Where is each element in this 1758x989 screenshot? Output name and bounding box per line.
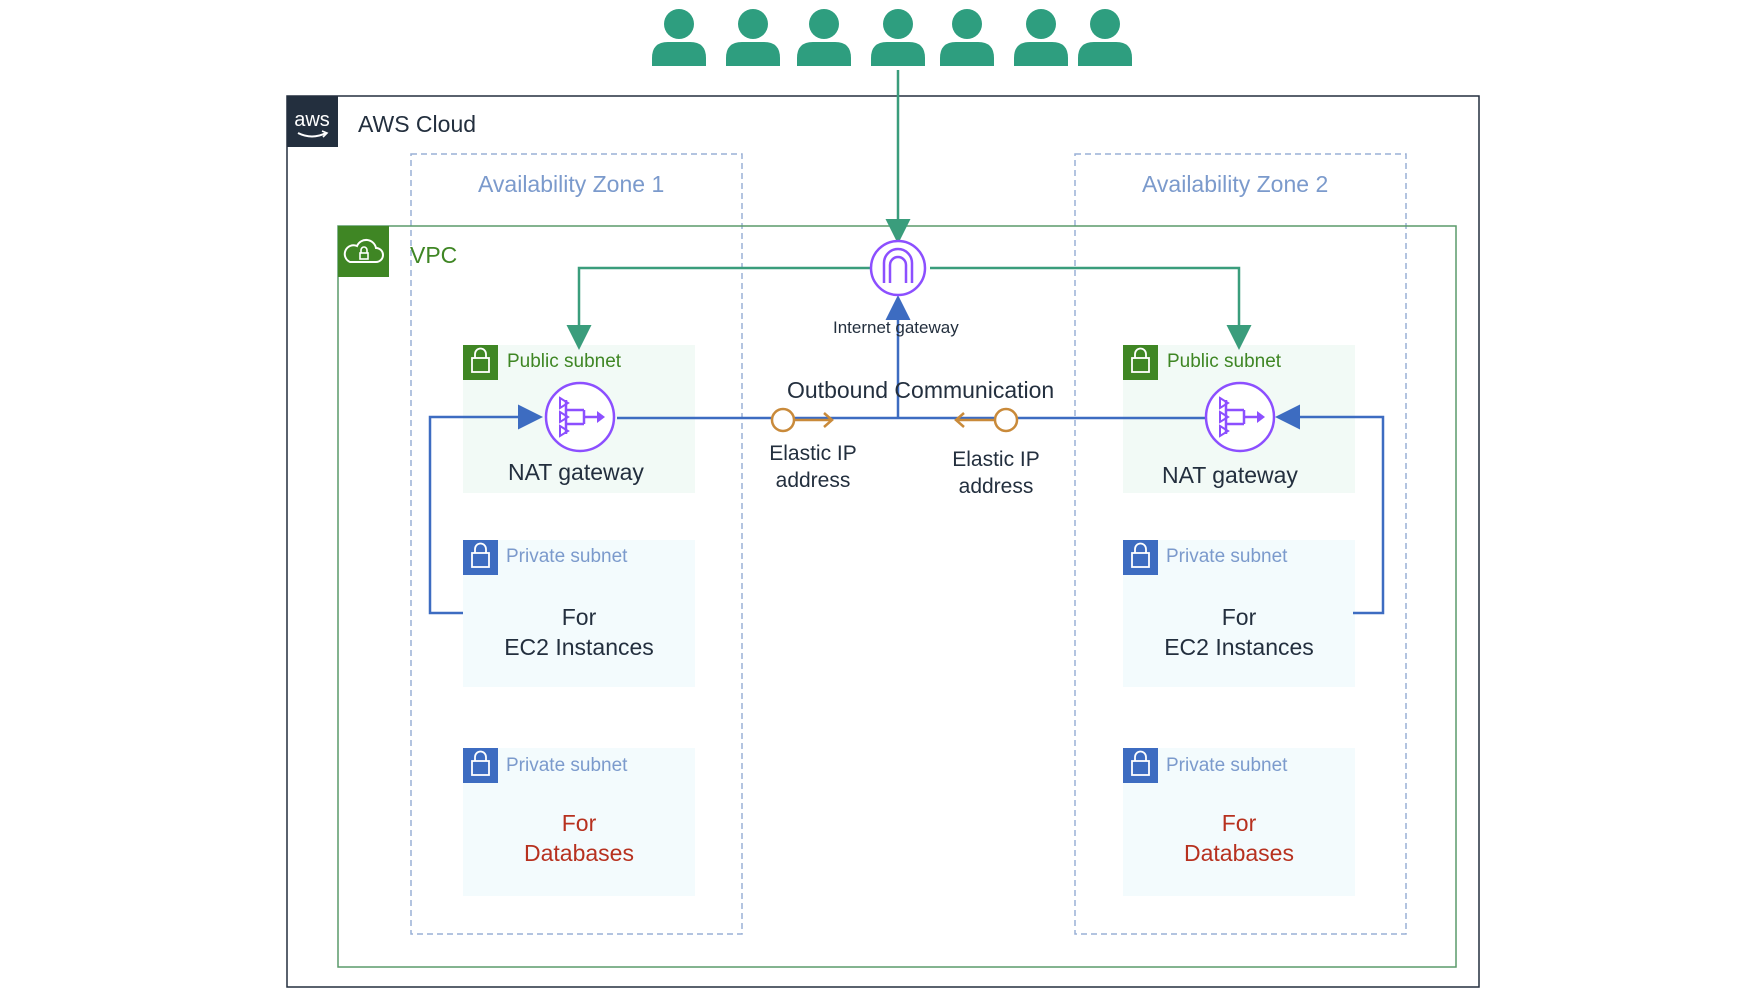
private-subnet-db-1-bg xyxy=(463,748,695,896)
db-2-line1: For xyxy=(1221,810,1257,836)
outbound-communication-label: Outbound Communication xyxy=(787,377,1055,403)
elastic-ip-1-label: Elastic IP address xyxy=(757,440,869,494)
private-subnet-db-2-label: Private subnet xyxy=(1166,755,1288,776)
user-icon xyxy=(726,9,780,66)
private-subnet-db-2-lock-icon xyxy=(1123,748,1158,783)
nat-gateway-1-label: NAT gateway xyxy=(508,459,644,485)
vpc-title: VPC xyxy=(410,242,458,268)
private-subnet-ec2-2-bg xyxy=(1123,540,1355,687)
db-1-line2: Databases xyxy=(524,840,634,866)
aws-logo-icon: aws xyxy=(287,96,338,147)
ec2-2-to-nat-2-line xyxy=(1275,404,1385,615)
public-subnet-2-lock-icon xyxy=(1123,345,1158,380)
elastic-ip-1-line2: address xyxy=(775,469,851,492)
nat-gateway-2-icon xyxy=(1204,381,1276,453)
public-subnet-2-label: Public subnet xyxy=(1167,351,1282,372)
users-group xyxy=(652,9,1132,66)
vpc-cloud-icon xyxy=(338,226,389,277)
ec2-1-to-nat-1-line xyxy=(428,404,543,615)
user-icon xyxy=(940,9,994,66)
internet-gateway-label: Internet gateway xyxy=(833,318,959,337)
igw-to-public-subnet-1-line xyxy=(566,266,870,350)
nat-gateway-2-label: NAT gateway xyxy=(1162,462,1298,488)
ec2-1-line2: EC2 Instances xyxy=(504,634,654,660)
private-subnet-db-2-text: For Databases xyxy=(1123,808,1355,868)
svg-text:aws: aws xyxy=(294,109,330,131)
elastic-ip-2-label: Elastic IP address xyxy=(940,446,1052,500)
private-subnet-db-1-text: For Databases xyxy=(463,808,695,868)
private-subnet-ec2-1-text: For EC2 Instances xyxy=(463,602,695,662)
private-subnet-ec2-1-bg xyxy=(463,540,695,687)
private-subnet-ec2-2-text: For EC2 Instances xyxy=(1123,602,1355,662)
public-subnet-1-label: Public subnet xyxy=(507,351,622,372)
igw-to-public-subnet-2-line xyxy=(930,266,1252,350)
availability-zone-2-label: Availability Zone 2 xyxy=(1142,171,1329,197)
availability-zone-1-box xyxy=(410,153,743,935)
nat-gateway-1-icon xyxy=(544,381,616,453)
elastic-ip-2-line2: address xyxy=(958,475,1034,498)
private-subnet-db-2-bg xyxy=(1123,748,1355,896)
ec2-2-line1: For xyxy=(1221,604,1257,630)
private-subnet-ec2-2-label: Private subnet xyxy=(1166,546,1288,567)
private-subnet-db-1-label: Private subnet xyxy=(506,755,628,776)
db-1-line1: For xyxy=(561,810,597,836)
ec2-2-line2: EC2 Instances xyxy=(1164,634,1314,660)
elastic-ip-1-icon xyxy=(770,407,834,433)
elastic-ip-2-line1: Elastic IP xyxy=(952,448,1040,471)
db-2-line2: Databases xyxy=(1184,840,1294,866)
user-icon xyxy=(1014,9,1068,66)
ec2-1-line1: For xyxy=(561,604,597,630)
public-subnet-1-lock-icon xyxy=(463,345,498,380)
user-icon xyxy=(871,9,925,66)
private-subnet-ec2-1-lock-icon xyxy=(463,540,498,575)
availability-zone-2-box xyxy=(1074,153,1407,935)
private-subnet-ec2-1-label: Private subnet xyxy=(506,546,628,567)
elastic-ip-2-icon xyxy=(954,407,1019,433)
aws-cloud-frame xyxy=(286,95,1480,988)
elastic-ip-1-line1: Elastic IP xyxy=(769,442,857,465)
user-icon xyxy=(1078,9,1132,66)
availability-zone-1-label: Availability Zone 1 xyxy=(478,171,665,197)
aws-cloud-title: AWS Cloud xyxy=(358,111,477,137)
internet-gateway-icon xyxy=(869,239,927,297)
private-subnet-ec2-2-lock-icon xyxy=(1123,540,1158,575)
private-subnet-db-1-lock-icon xyxy=(463,748,498,783)
user-icon xyxy=(797,9,851,66)
user-icon xyxy=(652,9,706,66)
